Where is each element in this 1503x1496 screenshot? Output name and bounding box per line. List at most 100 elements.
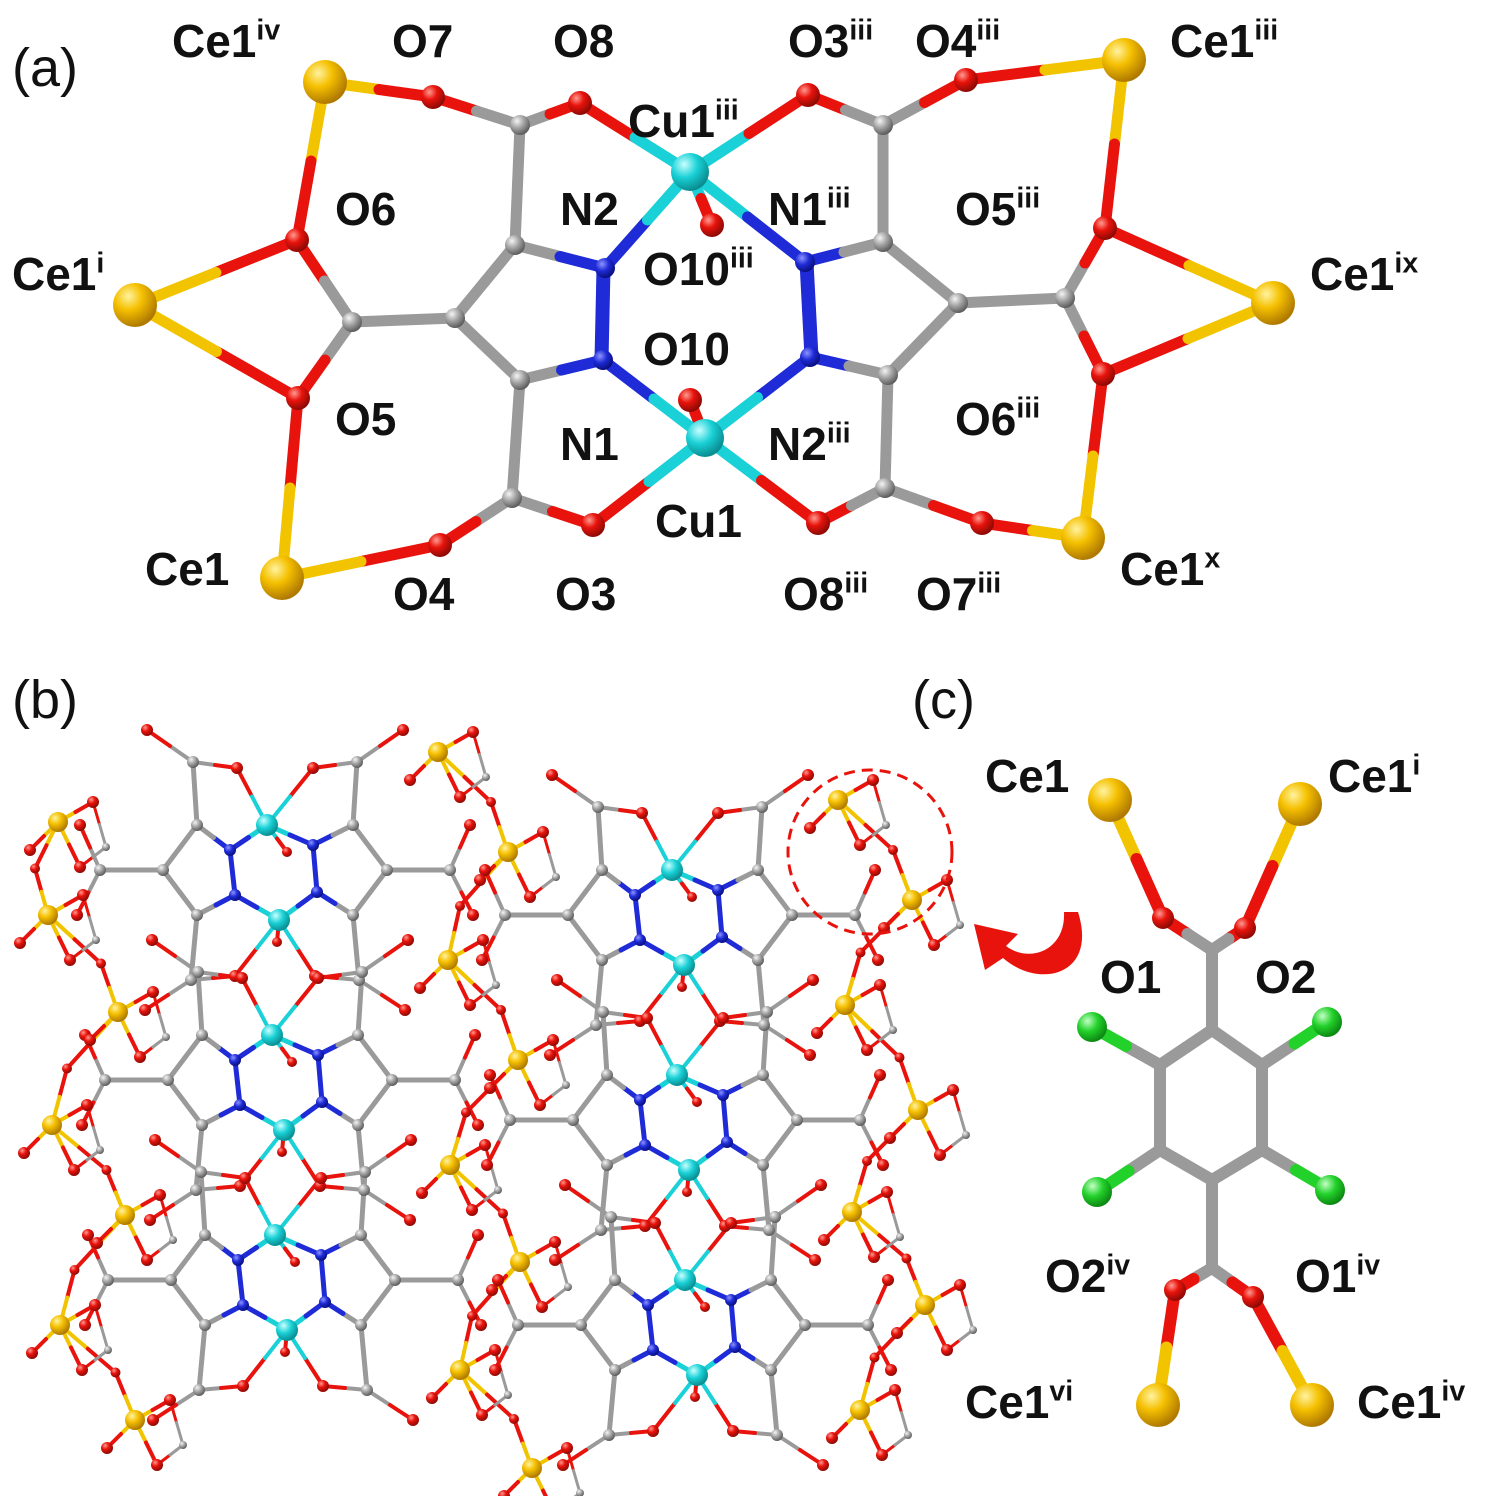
carbon-atom xyxy=(102,843,110,851)
oxygen-atom xyxy=(89,1299,101,1311)
carbon-atom xyxy=(356,966,368,978)
copper-atom xyxy=(661,859,683,881)
bond xyxy=(288,766,315,799)
nitrogen-atom xyxy=(721,1136,733,1148)
oxygen-atom xyxy=(547,1034,559,1046)
copper-atom xyxy=(678,1159,700,1181)
oxygen-atom xyxy=(81,1099,93,1111)
copper-atom xyxy=(268,909,290,931)
carbon-atom xyxy=(162,1033,170,1041)
oxygen-atom xyxy=(134,1051,146,1063)
bond xyxy=(284,392,304,494)
oxygen-atom xyxy=(239,1172,251,1184)
oxygen-atom xyxy=(817,1459,829,1471)
atom-label: O5 xyxy=(335,393,396,445)
copper-atom xyxy=(686,1364,708,1386)
oxygen-atom xyxy=(677,982,687,992)
atom-label-base: Cu1 xyxy=(628,95,715,147)
atom-label: O8 xyxy=(553,15,614,67)
carbon-atom xyxy=(505,235,525,255)
bond xyxy=(462,775,493,804)
carbon-atom xyxy=(889,1026,897,1034)
oxygen-atom xyxy=(641,1012,653,1024)
carbon-atom xyxy=(769,1211,781,1223)
carbon-atom xyxy=(102,1274,114,1286)
oxygen-atom xyxy=(549,1236,561,1248)
panel-c-label: (c) xyxy=(912,670,975,730)
carbon-atom xyxy=(962,1131,970,1139)
oxygen-atom xyxy=(544,1049,556,1061)
carbon-atom xyxy=(94,864,106,876)
carbon-atom xyxy=(757,1069,769,1081)
bond xyxy=(293,976,320,1009)
carbon-atom xyxy=(595,1224,607,1236)
oxygen-atom xyxy=(472,1119,484,1131)
atom-label-sup: iv xyxy=(256,15,280,47)
carbon-atom xyxy=(862,1319,874,1331)
carbon-atom xyxy=(510,370,530,390)
carbon-atom xyxy=(191,909,203,921)
oxygen-atom xyxy=(882,1274,894,1286)
atom-label-sup: iii xyxy=(976,15,1000,47)
carbon-atom xyxy=(752,864,764,876)
oxygen-atom xyxy=(139,1004,151,1016)
oxygen-atom xyxy=(867,774,879,786)
atom-label: Ce1 xyxy=(985,750,1069,802)
atom-label-sup: iii xyxy=(827,418,851,450)
oxygen-atom xyxy=(101,1442,113,1454)
oxygen-atom xyxy=(1242,1286,1264,1308)
copper-atom xyxy=(674,1269,696,1291)
atom-label-sup: vi xyxy=(1049,1376,1073,1408)
nitrogen-atom xyxy=(593,350,613,370)
carbon-atom xyxy=(358,1184,370,1196)
atom-label-base: O8 xyxy=(783,568,844,620)
oxygen-atom xyxy=(416,1187,428,1199)
cerium-atom xyxy=(125,1410,145,1430)
oxygen-atom xyxy=(1093,216,1117,240)
oxygen-atom xyxy=(885,1364,897,1376)
carbon-atom xyxy=(359,1166,371,1178)
oxygen-atom xyxy=(237,1380,249,1392)
oxygen-atom xyxy=(312,972,324,984)
oxygen-atom xyxy=(690,1392,700,1402)
bond xyxy=(808,259,816,312)
oxygen-atom xyxy=(141,724,153,736)
atom-label: O7iii xyxy=(916,568,1001,620)
carbon-atom xyxy=(347,909,359,921)
atom-label: O1 xyxy=(1100,951,1161,1003)
oxygen-atom xyxy=(581,513,605,537)
nitrogen-atom xyxy=(647,1344,659,1356)
carbon-atom xyxy=(786,909,798,921)
oxygen-atom xyxy=(467,909,479,921)
oxygen-atom xyxy=(68,1164,80,1176)
oxygen-atom xyxy=(285,228,309,252)
cerium-atom xyxy=(828,790,848,810)
carbon-atom xyxy=(896,1233,904,1241)
carbon-atom xyxy=(504,1114,516,1126)
oxygen-atom xyxy=(397,724,409,736)
carbon-atom xyxy=(195,1166,207,1178)
cerium-atom xyxy=(440,1155,460,1175)
oxygen-atom xyxy=(467,1311,477,1321)
carbon-atom xyxy=(499,909,511,921)
oxygen-atom xyxy=(1091,362,1115,386)
atom-label-sup: iii xyxy=(844,568,868,600)
oxygen-atom xyxy=(428,533,452,557)
oxygen-atom xyxy=(561,1442,573,1454)
copper-atom xyxy=(671,153,709,191)
carbon-atom xyxy=(761,1006,773,1018)
carbon-atom xyxy=(355,1229,367,1241)
carbon-atom xyxy=(904,1431,912,1439)
carbon-atom xyxy=(445,308,465,328)
oxygen-atom xyxy=(479,1139,491,1151)
cerium-atom xyxy=(850,1400,870,1420)
nitrogen-atom xyxy=(229,1054,241,1066)
oxygen-atom xyxy=(469,1029,481,1041)
oxygen-atom xyxy=(290,1257,300,1267)
oxygen-atom xyxy=(91,1237,103,1249)
bond xyxy=(599,214,653,274)
atom-label-base: Ce1 xyxy=(145,543,229,595)
carbon-atom xyxy=(562,1081,570,1089)
oxygen-atom xyxy=(806,511,830,535)
atom-label: Ce1vi xyxy=(965,1376,1073,1428)
